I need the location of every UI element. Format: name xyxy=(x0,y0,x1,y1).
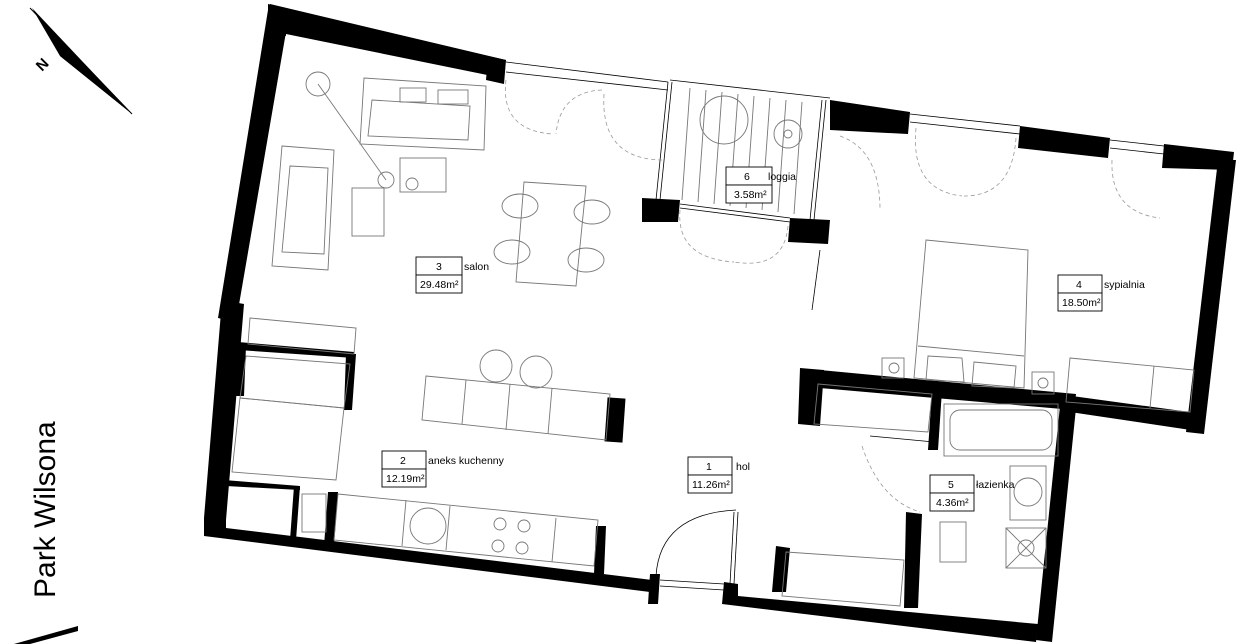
room-label-sypialnia: 4 18.50m² sypialnia xyxy=(1057,274,1145,312)
room-name: sypialnia xyxy=(1104,279,1145,291)
room-number: 1 xyxy=(706,461,712,473)
street-label: Park Wilsona xyxy=(29,421,62,598)
room-name: loggia xyxy=(768,171,796,183)
room-area: 11.26m² xyxy=(692,479,730,491)
furniture xyxy=(231,71,1195,607)
north-label: N xyxy=(33,55,53,75)
room-name: hol xyxy=(736,461,750,473)
street-arrow-mark xyxy=(14,626,78,644)
room-name: łazienka xyxy=(976,479,1015,491)
door-swings xyxy=(504,79,1161,585)
room-number: 5 xyxy=(948,479,954,491)
north-arrow: N xyxy=(29,7,133,115)
room-label-salon: 3 29.48m² salon xyxy=(415,256,489,294)
room-name: salon xyxy=(464,261,489,273)
room-number: 3 xyxy=(436,261,442,273)
walls xyxy=(204,4,1236,642)
windows xyxy=(505,61,1165,591)
room-number: 6 xyxy=(744,171,750,183)
room-label-hol: 1 11.26m² hol xyxy=(687,456,750,494)
room-label-loggia: 6 3.58m² loggia xyxy=(725,166,796,204)
room-number: 2 xyxy=(400,455,406,467)
room-label-lazienka: 5 4.36m² łazienka xyxy=(929,474,1015,512)
room-area: 29.48m² xyxy=(420,279,459,291)
room-label-aneks-kuchenny: 2 12.19m² aneks kuchenny xyxy=(381,450,505,488)
room-area: 18.50m² xyxy=(1062,297,1101,309)
room-area: 4.36m² xyxy=(936,497,969,509)
room-area: 12.19m² xyxy=(386,473,425,485)
room-number: 4 xyxy=(1076,279,1082,291)
room-name: aneks kuchenny xyxy=(428,455,505,467)
room-area: 3.58m² xyxy=(734,189,767,201)
